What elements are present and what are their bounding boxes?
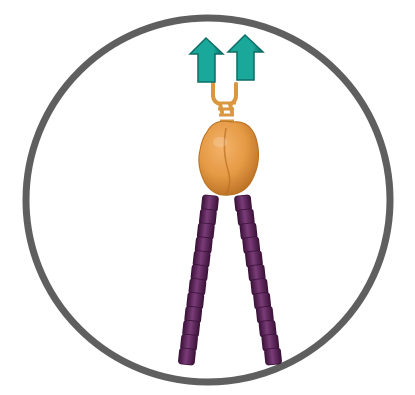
chain-bead	[264, 348, 282, 366]
orange-globular-head	[199, 121, 259, 195]
chain-bead	[178, 348, 196, 366]
